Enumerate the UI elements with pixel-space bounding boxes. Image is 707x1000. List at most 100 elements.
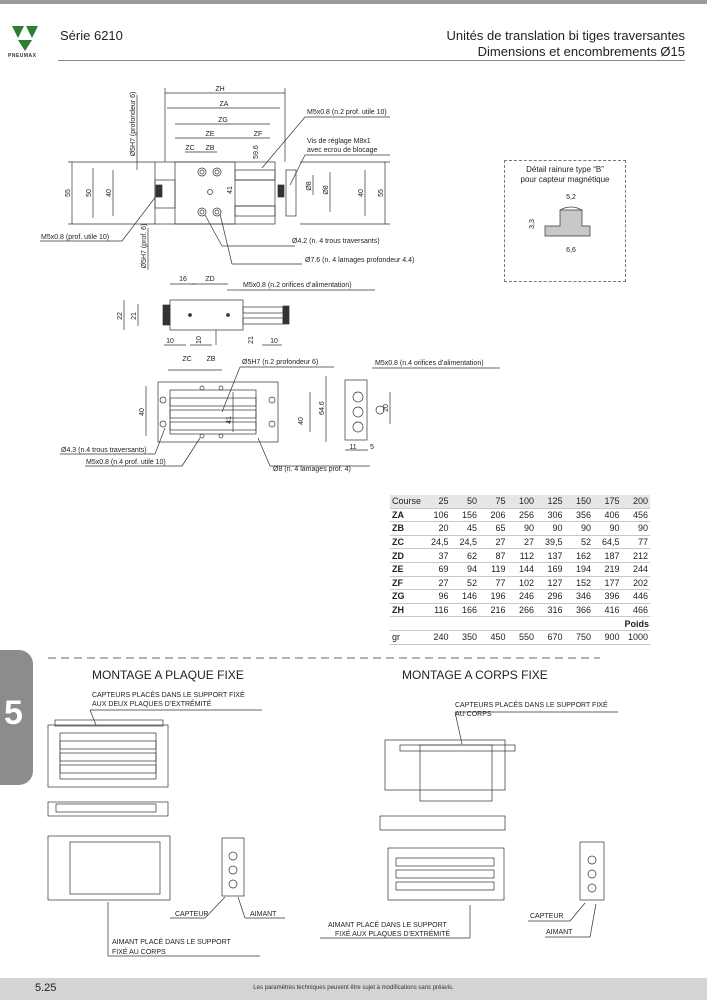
table-cell: 416 bbox=[593, 603, 622, 618]
note-5h7-top: Ø5H7 (profondeur 6) bbox=[130, 92, 137, 157]
table-header-row: Course 25 50 75 100 125 150 175 200 bbox=[390, 495, 650, 509]
table-header-cell: 75 bbox=[479, 495, 508, 509]
dim-10-a: 10 bbox=[166, 338, 174, 345]
dim-zf: ZF bbox=[254, 131, 263, 138]
pneumax-logo bbox=[10, 22, 40, 52]
table-cell: 87 bbox=[479, 548, 508, 563]
table-cell: 90 bbox=[564, 521, 593, 536]
table-cell: 346 bbox=[564, 589, 593, 604]
weight-cell: 450 bbox=[479, 630, 508, 645]
weight-cell: 1000 bbox=[621, 630, 650, 645]
table-row-key: ZF bbox=[390, 576, 422, 591]
table-cell: 65 bbox=[479, 521, 508, 536]
detail-title-1: Détail rainure type “B” bbox=[526, 165, 604, 174]
table-cell: 24,5 bbox=[450, 535, 479, 550]
detail-3-3: 3,3 bbox=[529, 219, 536, 229]
table-cell: 406 bbox=[593, 508, 622, 523]
montage-plaque-title: MONTAGE A PLAQUE FIXE bbox=[92, 668, 244, 682]
note-phi76: Ø7.6 (n. 4 lamages profondeur 4.4) bbox=[305, 257, 414, 264]
weight-cell: 670 bbox=[536, 630, 565, 645]
dim-zb-bottom: ZB bbox=[207, 356, 216, 363]
table-cell: 94 bbox=[450, 562, 479, 577]
dim-10-b: 10 bbox=[196, 336, 203, 344]
table-cell: 244 bbox=[621, 562, 650, 577]
note-vis-2: avec ecrou de blocage bbox=[307, 147, 378, 154]
table-cell: 64,5 bbox=[593, 535, 622, 550]
note-m5-supply: M5x0.8 (n.2 orifices d’alimentation) bbox=[243, 282, 352, 289]
label-aimant-left: AIMANT bbox=[250, 911, 277, 918]
table-cell: 146 bbox=[450, 589, 479, 604]
chapter-number: 5 bbox=[4, 694, 23, 732]
dim-11: 11 bbox=[349, 444, 356, 451]
dim-zb: ZB bbox=[206, 145, 215, 152]
table-row-key: ZE bbox=[390, 562, 422, 577]
header-divider bbox=[58, 60, 685, 61]
table-row-key: ZA bbox=[390, 508, 422, 523]
table-cell: 212 bbox=[621, 548, 650, 563]
note-m5-end: M5x0.8 (n.4 orifices d’alimentation) bbox=[375, 360, 484, 367]
table-cell: 27 bbox=[422, 576, 451, 591]
dim-zh: ZH bbox=[215, 86, 224, 93]
table-cell: 24,5 bbox=[422, 535, 451, 550]
table-cell: 169 bbox=[536, 562, 565, 577]
note-5h7-bottom-view: Ø5H7 (n.2 profondeur 6) bbox=[242, 359, 318, 366]
table-cell: 306 bbox=[536, 508, 565, 523]
table-cell: 366 bbox=[564, 603, 593, 618]
dim-zc-bottom: ZC bbox=[182, 356, 191, 363]
table-cell: 27 bbox=[507, 535, 536, 550]
table-cell: 62 bbox=[450, 548, 479, 563]
table-header-cell: 200 bbox=[621, 495, 650, 509]
label-capteur-left: CAPTEUR bbox=[175, 911, 208, 918]
table-cell: 102 bbox=[507, 576, 536, 591]
note-aimant-right-1: AIMANT PLACÉ DANS LE SUPPORT bbox=[328, 920, 447, 929]
dim-zg: ZG bbox=[218, 117, 228, 124]
table-cell: 216 bbox=[479, 603, 508, 618]
table-cell: 127 bbox=[536, 576, 565, 591]
page-subtitle: Dimensions et encombrements Ø15 bbox=[477, 44, 685, 59]
note-m5-left: M5x0.8 (prof. utile 10) bbox=[41, 234, 109, 241]
dim-21-b: 21 bbox=[248, 336, 255, 344]
table-cell: 166 bbox=[450, 603, 479, 618]
table-cell: 69 bbox=[422, 562, 451, 577]
dim-40-bottom-left: 40 bbox=[139, 408, 146, 416]
table-cell: 162 bbox=[564, 548, 593, 563]
dim-d8-a: Ø8 bbox=[306, 181, 313, 190]
dim-55-right: 55 bbox=[378, 189, 385, 197]
table-cell: 119 bbox=[479, 562, 508, 577]
detail-5-2: 5,2 bbox=[566, 194, 576, 201]
table-cell: 116 bbox=[422, 603, 451, 618]
dim-41: 41 bbox=[227, 186, 234, 194]
table-cell: 196 bbox=[479, 589, 508, 604]
note-phi42: Ø4.2 (n. 4 trous traversants) bbox=[292, 238, 380, 245]
detail-title-2: pour capteur magnétique bbox=[520, 175, 610, 184]
table-header-course: Course bbox=[390, 495, 422, 509]
table-cell: 206 bbox=[479, 508, 508, 523]
table-cell: 27 bbox=[479, 535, 508, 550]
dim-zc: ZC bbox=[185, 145, 194, 152]
dim-10-c: 10 bbox=[270, 338, 278, 345]
series-title: Série 6210 bbox=[60, 28, 123, 43]
detail-6-6: 6,6 bbox=[566, 247, 576, 254]
weight-cell: 350 bbox=[450, 630, 479, 645]
table-cell: 316 bbox=[536, 603, 565, 618]
top-bar bbox=[0, 0, 707, 4]
table-cell: 90 bbox=[536, 521, 565, 536]
table-cell: 219 bbox=[593, 562, 622, 577]
note-aimant-right-2: FIXÉ AUX PLAQUES D’EXTRÉMITÉ bbox=[335, 929, 450, 938]
table-header-cell: 125 bbox=[536, 495, 565, 509]
table-cell: 137 bbox=[536, 548, 565, 563]
detail-groove-box: Détail rainure type “B” pour capteur mag… bbox=[504, 160, 626, 282]
dim-d8-b: Ø8 bbox=[323, 185, 330, 194]
table-cell: 77 bbox=[479, 576, 508, 591]
table-cell: 156 bbox=[450, 508, 479, 523]
table-cell: 256 bbox=[507, 508, 536, 523]
table-cell: 90 bbox=[621, 521, 650, 536]
